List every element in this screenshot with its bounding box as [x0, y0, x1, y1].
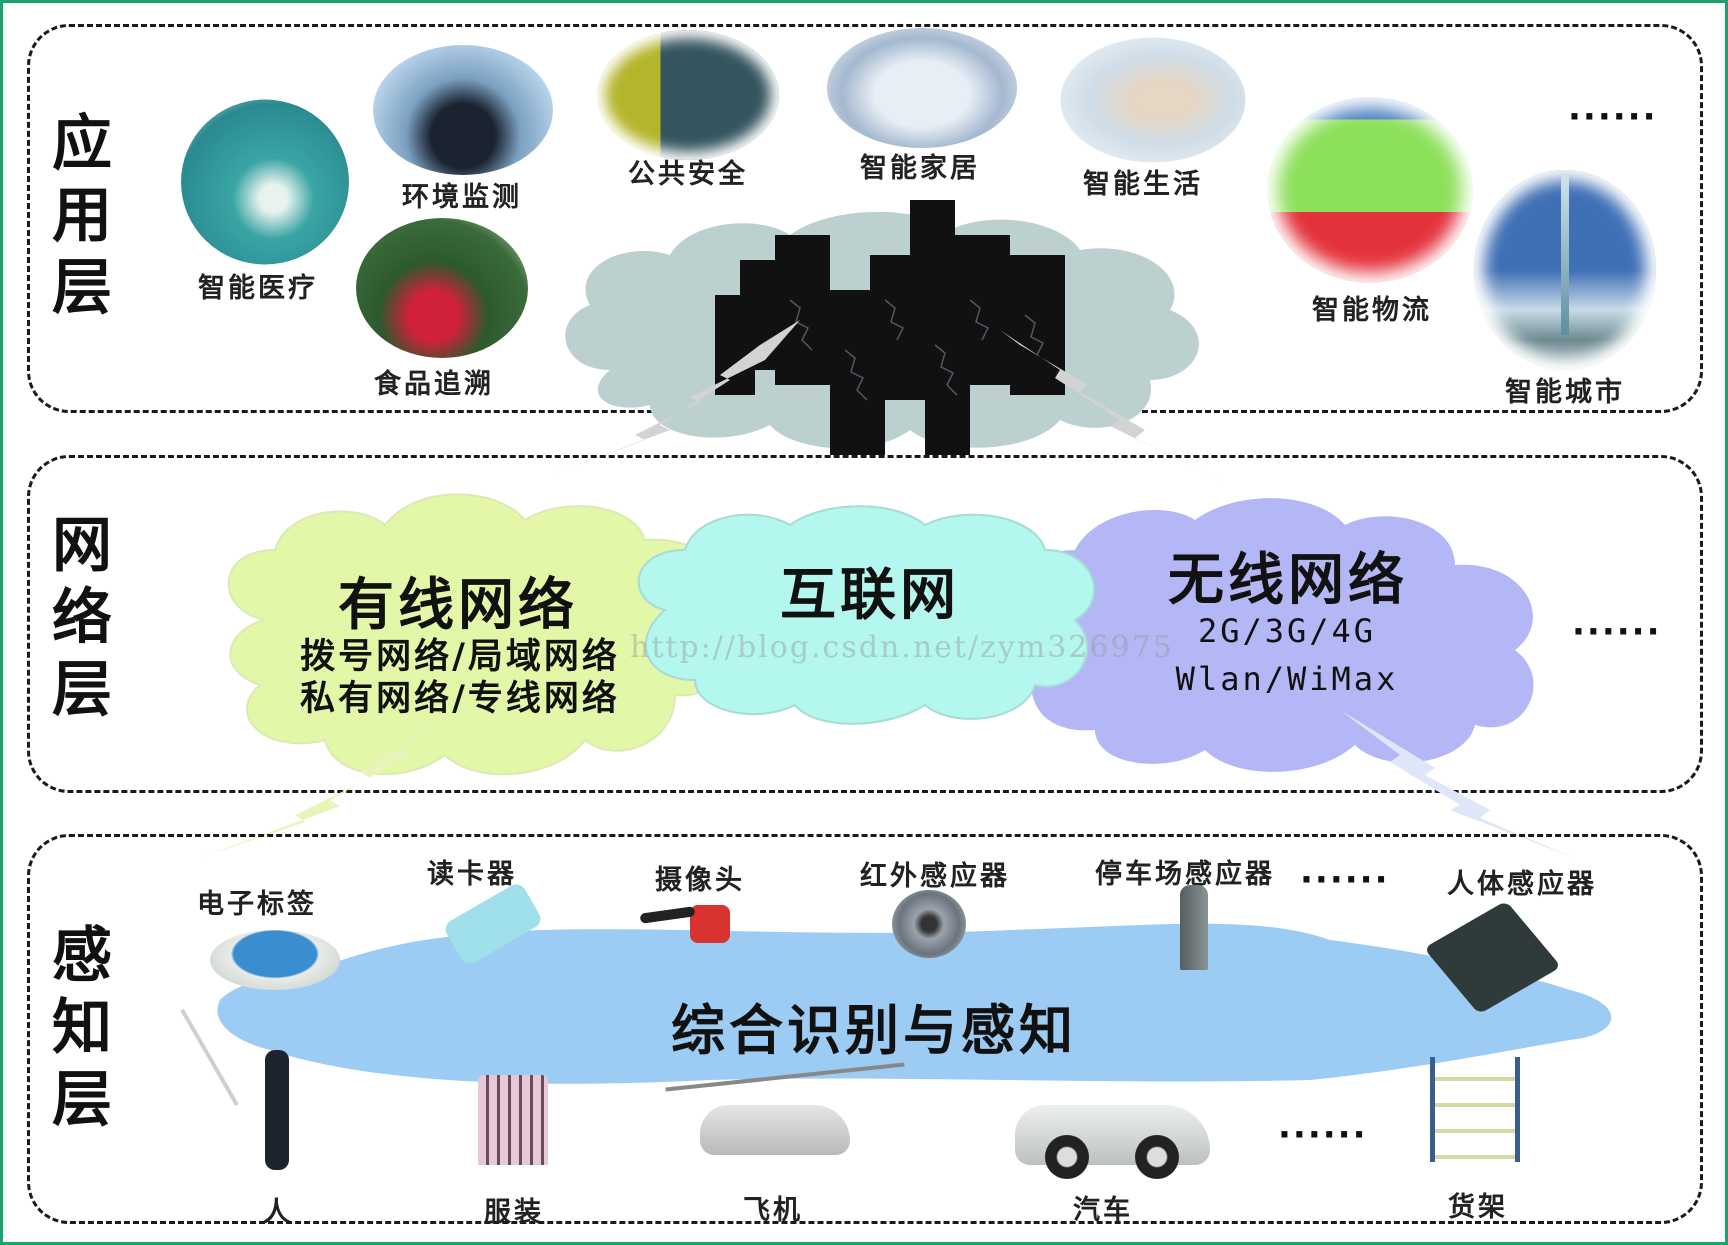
lightning-bolt-wireless-icon	[1340, 710, 1575, 858]
business-people-photo-icon	[373, 45, 553, 175]
server-cloud-icon	[565, 200, 1199, 455]
app-item-label: 智能生活	[1083, 169, 1203, 200]
perception-bottom-more-ellipsis: ······	[1278, 1115, 1368, 1155]
perception-top-more-ellipsis: ······	[1300, 860, 1390, 900]
striped-shirt-icon	[478, 1075, 548, 1165]
security-door-photo-icon	[597, 30, 779, 160]
perception-top-label: 摄像头	[655, 865, 745, 896]
people-computer-photo-icon	[1060, 37, 1246, 163]
perception-top-label: 读卡器	[427, 859, 517, 890]
wired-network-line2: 私有网络/专线网络	[300, 679, 620, 719]
wireless-network-cloud	[1021, 498, 1534, 772]
application-more-ellipsis: ······	[1568, 97, 1658, 137]
perception-bottom-label: 服装	[484, 1197, 544, 1228]
app-item-label: 智能城市	[1505, 377, 1625, 408]
house-photo-icon	[827, 28, 1017, 148]
perception-layer-box	[27, 834, 1703, 1224]
camera-icon	[690, 905, 730, 943]
perception-layer-title: 感知层	[52, 921, 112, 1135]
wireless-network-line2: Wlan/WiMax	[1175, 660, 1399, 698]
wireless-network-line1: 2G/3G/4G	[1197, 612, 1377, 650]
perception-bottom-label: 汽车	[1073, 1195, 1133, 1226]
shelf-rack-icon	[1430, 1057, 1520, 1162]
perception-top-label: 人体感应器	[1447, 869, 1597, 900]
parking-sensor-icon	[1180, 885, 1208, 970]
perception-lake	[217, 923, 1612, 1084]
wired-network-title: 有线网络	[338, 573, 578, 638]
lightning-bolt-right-icon	[1000, 330, 1230, 485]
golfer-person-icon	[265, 1050, 289, 1170]
app-item-label: 食品追溯	[374, 369, 494, 400]
wireless-network-title: 无线网络	[1168, 548, 1408, 613]
skyscraper-spire	[1561, 175, 1569, 335]
shipping-containers-photo-icon	[1267, 97, 1473, 283]
network-layer-box	[27, 455, 1703, 793]
wired-network-line1: 拨号网络/局域网络	[300, 637, 620, 677]
network-layer-title: 网络层	[52, 511, 112, 725]
app-item-label: 环境监测	[402, 182, 522, 213]
internet-title: 互联网	[780, 563, 960, 628]
rfid-tag-icon	[210, 930, 340, 990]
infrared-sensor-icon	[892, 890, 966, 958]
internet-cloud-overlay	[637, 505, 1095, 725]
perception-bottom-label: 人	[263, 1197, 293, 1228]
vegetables-photo-icon	[356, 218, 528, 358]
perception-bottom-label: 货架	[1448, 1192, 1508, 1223]
helicopter-icon	[700, 1105, 850, 1155]
app-item-label: 公共安全	[628, 159, 748, 190]
perception-top-label: 电子标签	[197, 889, 317, 920]
app-item-label: 智能家居	[860, 153, 980, 184]
perception-top-label: 停车场感应器	[1095, 859, 1275, 890]
perception-top-label: 红外感应器	[860, 861, 1010, 892]
app-item-label: 智能物流	[1312, 295, 1432, 326]
perception-bottom-label: 飞机	[743, 1195, 803, 1226]
car-wheel-rear	[1135, 1135, 1179, 1179]
surgery-photo-icon	[181, 99, 349, 265]
network-more-ellipsis: ······	[1572, 612, 1662, 652]
car-wheel-front	[1045, 1135, 1089, 1179]
watermark-text: http://blog.csdn.net/zym326975	[630, 630, 1174, 665]
perception-center-text: 综合识别与感知	[671, 999, 1077, 1062]
application-layer-title: 应用层	[52, 109, 112, 323]
app-item-label: 智能医疗	[198, 273, 318, 304]
